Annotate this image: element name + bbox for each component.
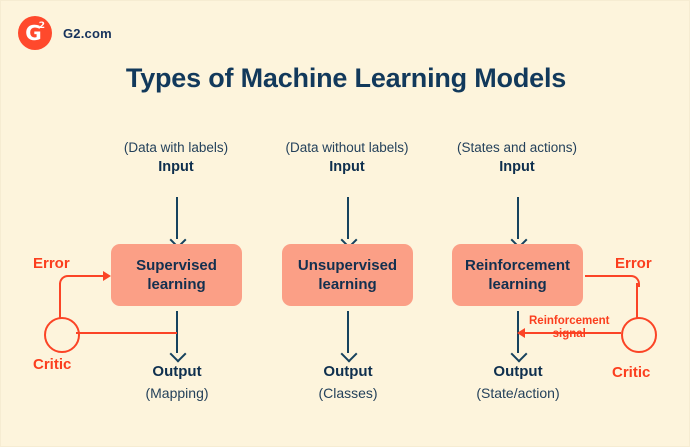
arrowhead-icon [340,345,358,363]
model-box-unsupervised: Unsupervised learning [282,244,413,306]
model-box-reinforcement: Reinforcement learning [452,244,583,306]
model-box-reinforcement-text: Reinforcement learning [465,256,570,294]
input-label-supervised: Input [158,159,194,175]
output-label-reinforcement: Output [493,363,543,380]
feedback-line-vertical-left [59,283,61,319]
feedback-line-to-output-left [76,332,177,334]
g2-logo-superscript: 2 [38,21,45,31]
reinforcement-signal-line-1: Reinforcement [529,315,610,327]
page-title: Types of Machine Learning Models [125,63,567,93]
feedback-corner-right [628,275,640,287]
output-note-reinforcement: (State/action) [476,385,560,401]
critic-node-left [44,317,80,353]
reinforcement-signal-line-2: signal [552,328,586,340]
critic-label-left: Critic [33,356,72,373]
feedback-arrowhead-into-output [517,328,525,338]
column-reinforcement: (States and actions) Input [402,139,632,176]
feedback-line-horizontal-left [68,275,104,277]
feedback-line-horizontal-right [585,275,629,277]
output-label-unsupervised: Output [323,363,373,380]
column-unsupervised: (Data without labels) Input [232,139,462,176]
input-note-reinforcement: (States and actions) [456,140,578,155]
column-supervised: (Data with labels) Input [61,139,291,176]
critic-node-right [621,317,657,353]
model-line-1: Unsupervised [297,257,398,274]
input-label-unsupervised: Input [329,159,365,175]
g2-logo-letter: G [25,21,41,45]
error-label-right: Error [615,255,652,272]
brand-name: G2.com [63,25,112,41]
output-note-supervised: (Mapping) [145,385,209,401]
reinforcement-signal-label: Reinforcement signal [529,315,610,341]
arrow-input-to-unsupervised [340,197,358,249]
input-note-supervised: (Data with labels) [123,140,229,155]
feedback-corner-left [59,275,71,287]
output-note-unsupervised: (Classes) [318,385,378,401]
model-box-unsupervised-text: Unsupervised learning [298,256,397,294]
brand-logo-group: G 2 G2.com [18,16,112,50]
arrow-input-to-supervised [169,197,187,249]
model-line-2: learning [318,276,377,293]
input-label-reinforcement: Input [499,159,535,175]
feedback-arrowhead-into-supervised [103,271,111,281]
model-line-1: Supervised [136,257,217,274]
arrow-supervised-to-output [169,311,187,363]
model-line-2: learning [488,276,547,293]
feedback-line-vertical-right [636,283,638,319]
arrow-unsupervised-to-output [340,311,358,363]
arrowhead-icon [169,345,187,363]
critic-label-right: Critic [612,364,651,381]
output-label-supervised: Output [152,363,202,380]
arrowhead-icon [510,345,528,363]
feedback-line-to-output-right [525,332,621,334]
arrow-input-to-reinforcement [510,197,528,249]
model-line-1: Reinforcement [464,257,571,274]
g2-logo-icon: G 2 [18,16,52,50]
input-note-unsupervised: (Data without labels) [285,140,409,155]
model-box-supervised-text: Supervised learning [136,256,217,294]
model-line-2: learning [147,276,206,293]
error-label-left: Error [33,255,70,272]
model-box-supervised: Supervised learning [111,244,242,306]
